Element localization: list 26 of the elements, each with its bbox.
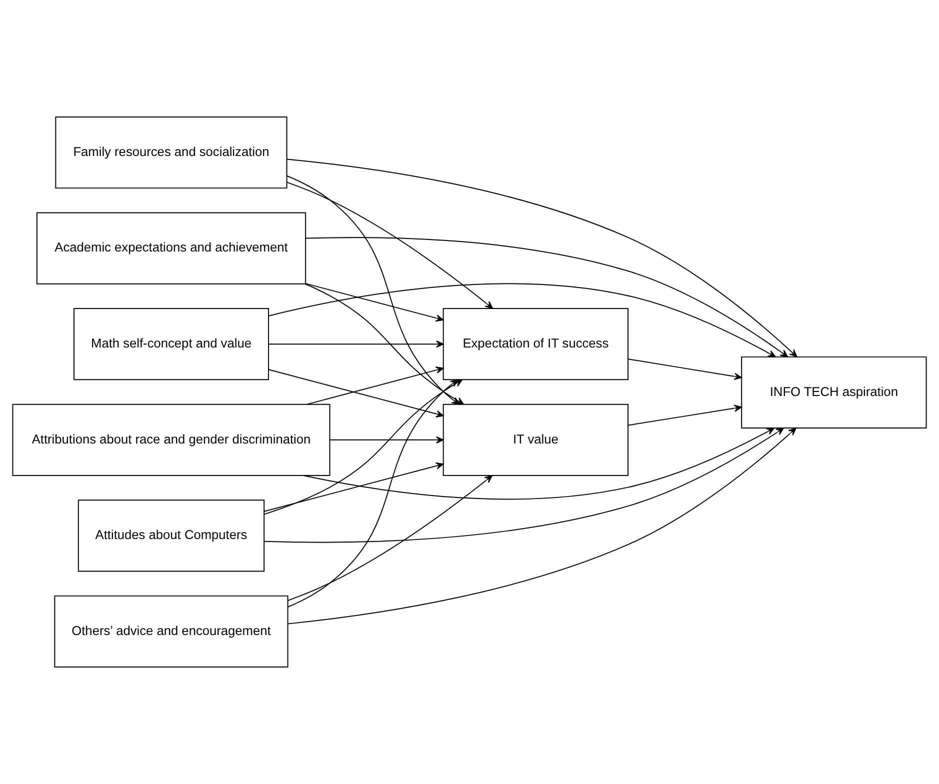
arrow xyxy=(302,428,774,500)
arrow xyxy=(306,366,444,405)
node-box: Attributions about race and gender discrimination xyxy=(12,404,330,476)
arrow xyxy=(268,283,776,358)
node-box: Attitudes about Computers xyxy=(78,500,265,572)
node-box: Academic expectations and achievement xyxy=(36,212,306,284)
node-box: Family resources and socialization xyxy=(55,116,288,189)
node-box: Others’ advice and encouragement xyxy=(54,595,288,668)
arrow xyxy=(305,236,788,358)
arrow xyxy=(628,404,742,426)
arrow xyxy=(305,283,444,322)
arrow xyxy=(268,369,444,418)
arrow xyxy=(268,340,444,348)
arrow xyxy=(287,428,796,624)
arrow xyxy=(264,428,784,543)
arrow xyxy=(286,182,493,309)
node-box: IT value xyxy=(442,404,628,476)
node-box: Math self-concept and value xyxy=(73,308,270,380)
arrow xyxy=(286,158,798,358)
node-box: INFO TECH aspiration xyxy=(741,356,927,429)
arrow xyxy=(628,358,742,380)
arrow xyxy=(287,379,458,608)
arrow xyxy=(329,436,444,444)
arrow xyxy=(264,462,444,512)
node-box: Expectation of IT success xyxy=(442,308,628,380)
arrow xyxy=(287,475,492,602)
